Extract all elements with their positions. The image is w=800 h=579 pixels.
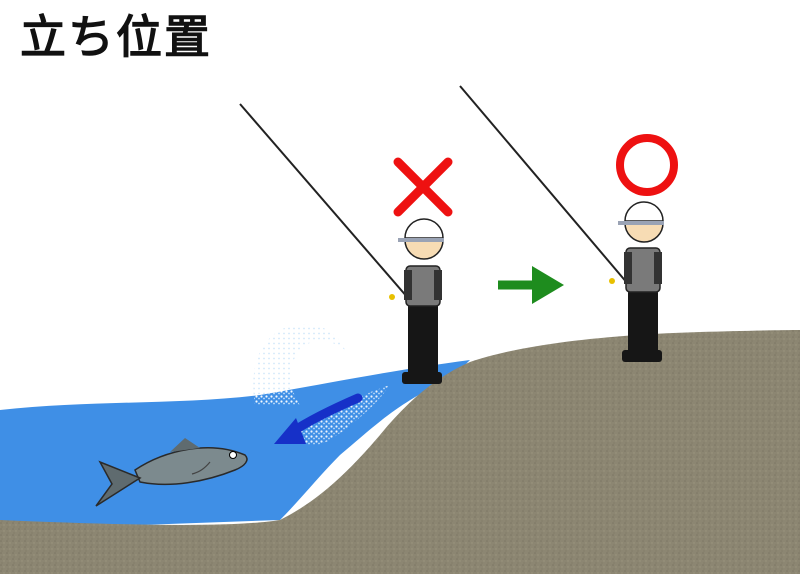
angler-icon xyxy=(609,201,664,362)
fishing-rod-right xyxy=(459,85,629,285)
cross-mark-icon xyxy=(393,157,453,217)
angler-icon xyxy=(389,218,444,384)
shore-slope xyxy=(0,330,800,574)
right-arrow-icon xyxy=(498,266,564,304)
circle-mark-icon xyxy=(616,134,678,196)
backwash-arrow xyxy=(274,393,363,444)
fish-icon xyxy=(95,438,248,507)
breaking-wave xyxy=(253,324,390,446)
diagram-title: 立ち位置 xyxy=(20,10,212,64)
angler-wrong-position xyxy=(239,103,444,384)
fishing-rod-left xyxy=(239,103,409,299)
fish xyxy=(95,438,248,507)
angler-right-position xyxy=(459,85,664,362)
